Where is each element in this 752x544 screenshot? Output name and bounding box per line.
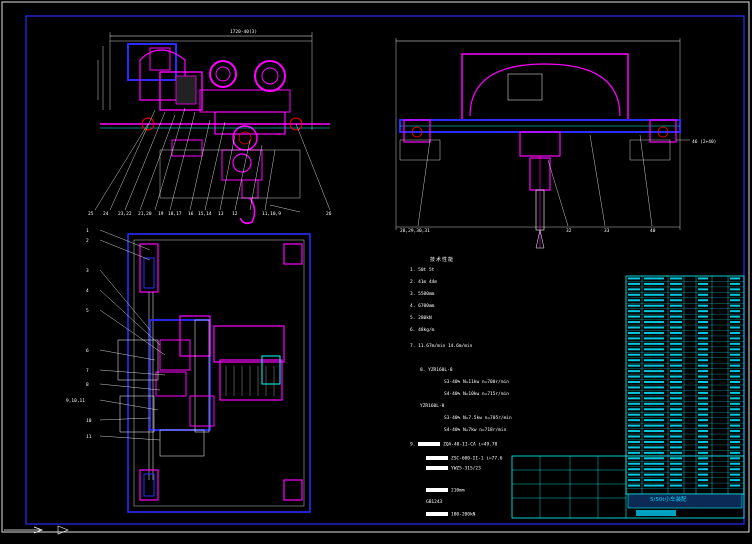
- svg-text:21,20: 21,20: [138, 211, 152, 217]
- spec-row: 7. 11.67m/min 14.6m/min: [410, 344, 473, 349]
- spec-row: 4. 6700mm: [410, 304, 435, 309]
- outer-border: [1, 1, 750, 533]
- svg-text:24: 24: [103, 211, 109, 217]
- spec-row: 3. 5500mm: [410, 292, 435, 297]
- svg-text:28,29,30,31: 28,29,30,31: [400, 228, 430, 234]
- svg-text:23,22: 23,22: [118, 211, 132, 217]
- spec-notes: 技术性能 1. 50t 5t 2. 41m 44m 3. 5500mm 4. 6700…: [410, 256, 620, 521]
- parts-list-table: [625, 275, 745, 495]
- spec-row: 210mm: [426, 488, 465, 494]
- svg-text:6: 6: [86, 348, 89, 354]
- svg-text:1: 1: [86, 228, 89, 234]
- spec-row: 180-200kN: [426, 512, 475, 518]
- title-block: [511, 455, 745, 519]
- part-labels-right-view: 28,29,30,31 32 33 40: [400, 228, 656, 234]
- svg-text:26: 26: [326, 211, 332, 217]
- svg-text:11: 11: [86, 434, 92, 440]
- svg-text:13: 13: [218, 211, 224, 217]
- svg-text:9,10,11: 9,10,11: [66, 398, 85, 404]
- top-elevation-view: [94, 32, 331, 225]
- spec-row: S3-40% N=11kw n=700r/min: [444, 380, 510, 385]
- spec-row: S4-40% N=10kw n=715r/min: [444, 392, 510, 397]
- spec-row: ZSC-600-II-1 i=77.6: [426, 456, 502, 462]
- svg-text:33: 33: [604, 228, 610, 234]
- spec-row: YWZ5-315/23: [426, 466, 481, 472]
- svg-text:19: 19: [158, 211, 164, 217]
- top-right-side-view: [395, 38, 690, 249]
- part-labels-top: 25 24 23,22 21,20 19 18,17 16 15,14 13 12 11,10…: [88, 211, 332, 217]
- spec-row: 6. 48kg/m: [410, 328, 435, 333]
- spec-row: 2. 41m 44m: [410, 280, 438, 285]
- svg-text:18,17: 18,17: [168, 211, 182, 217]
- svg-text:8: 8: [86, 382, 89, 388]
- svg-text:32: 32: [566, 228, 572, 234]
- drawing-title: 5/50t小车装配: [650, 497, 687, 503]
- inner-border: [25, 15, 745, 525]
- svg-text:7: 7: [86, 368, 89, 374]
- right-dim-label: 46 (2+40): [692, 139, 716, 145]
- svg-text:10: 10: [86, 418, 92, 424]
- plan-view: [99, 229, 311, 513]
- spec-row: 8. YZR160L-8: [420, 368, 453, 373]
- svg-text:12: 12: [232, 211, 238, 217]
- spec-row: S3-40% N=7.5kw n=705r/min: [444, 416, 512, 421]
- spec-row: 9. ZQA-40-II-CA i=49.78: [410, 442, 498, 448]
- svg-text:2: 2: [86, 238, 89, 244]
- spec-row: 1. 50t 5t: [410, 268, 435, 273]
- svg-text:25: 25: [88, 211, 94, 217]
- spec-heading: 技术性能: [430, 257, 455, 263]
- top-dim-label: 1720-40(3): [230, 29, 257, 35]
- spec-row: S4-40% N=7kw n=718r/min: [444, 428, 507, 433]
- svg-text:4: 4: [86, 288, 89, 294]
- svg-text:3: 3: [86, 268, 89, 274]
- svg-text:40: 40: [650, 228, 656, 234]
- svg-text:15,14: 15,14: [198, 211, 212, 217]
- svg-text:11,10,9: 11,10,9: [262, 211, 281, 217]
- spec-row: YZR160L-8: [420, 404, 445, 409]
- spec-row: GB1243: [426, 500, 443, 505]
- ucs-axis-icon: [4, 525, 69, 535]
- svg-text:5: 5: [86, 308, 89, 314]
- part-labels-left: 1 2 3 4 5 6 7 8 9,10,11 10 11: [66, 228, 92, 440]
- svg-text:16: 16: [188, 211, 194, 217]
- spec-row: 5. 280kN: [410, 316, 432, 321]
